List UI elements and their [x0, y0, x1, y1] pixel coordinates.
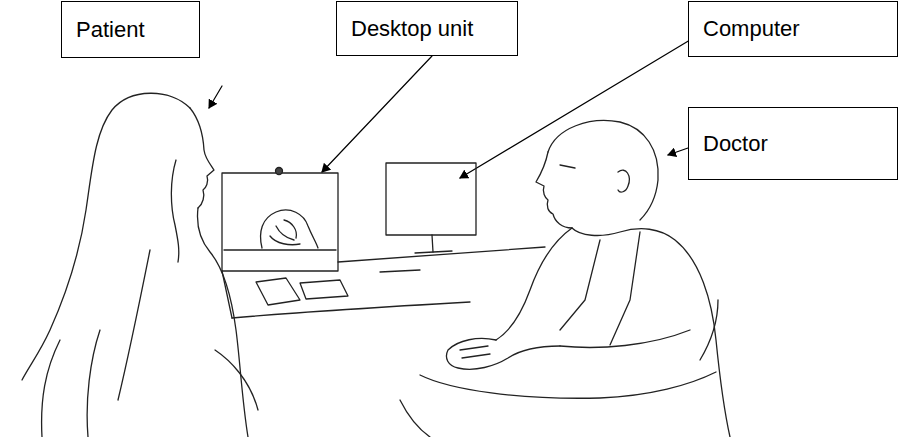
unit-screen	[222, 173, 338, 271]
leader-arrow	[209, 86, 222, 108]
head-outline	[548, 120, 658, 220]
keyboard	[300, 280, 348, 299]
label-box: Doctor	[688, 107, 898, 180]
arm-outline	[496, 228, 572, 340]
eye	[560, 165, 575, 168]
doctor-figure	[400, 120, 730, 437]
hair-strand	[118, 250, 150, 400]
lapel	[560, 240, 600, 330]
label-text: Computer	[703, 16, 800, 41]
hands	[446, 338, 560, 369]
label-text: Doctor	[703, 131, 768, 156]
screen-edge	[224, 249, 336, 250]
remote-figure	[270, 220, 300, 245]
label-box: Computer	[688, 1, 898, 57]
leader-arrow	[668, 148, 688, 155]
body-outline	[87, 330, 100, 437]
chair-outline	[700, 300, 718, 360]
monitor-base	[415, 251, 452, 253]
desk-mark	[380, 270, 420, 272]
chair-outline	[400, 400, 430, 437]
arm-outline	[560, 330, 690, 347]
remote-figure	[261, 210, 318, 248]
desk-back-edge	[338, 247, 545, 262]
webcam	[276, 168, 283, 175]
desk	[222, 247, 545, 318]
computer-monitor	[386, 163, 476, 253]
desk-side	[222, 271, 232, 318]
lap-outline	[420, 372, 716, 398]
monitor-stand	[432, 235, 433, 252]
leader-arrow	[322, 56, 432, 172]
hair-outline	[22, 93, 190, 380]
ear	[618, 170, 629, 192]
label-text: Patient	[76, 17, 145, 42]
label-box: Patient	[61, 1, 200, 58]
monitor-screen	[386, 163, 476, 235]
desktop-unit	[222, 168, 338, 272]
phone-device	[256, 278, 300, 305]
hair-strand	[171, 160, 178, 262]
fingers	[460, 346, 490, 358]
body-outline	[198, 208, 249, 437]
label-text: Desktop unit	[351, 16, 473, 41]
label-box: Desktop unit	[336, 1, 518, 56]
face-profile	[536, 152, 572, 228]
body-outline	[42, 340, 60, 437]
face-profile	[190, 108, 214, 208]
arm-outline	[215, 350, 258, 410]
leader-arrows	[209, 40, 690, 178]
lapel	[610, 232, 640, 345]
